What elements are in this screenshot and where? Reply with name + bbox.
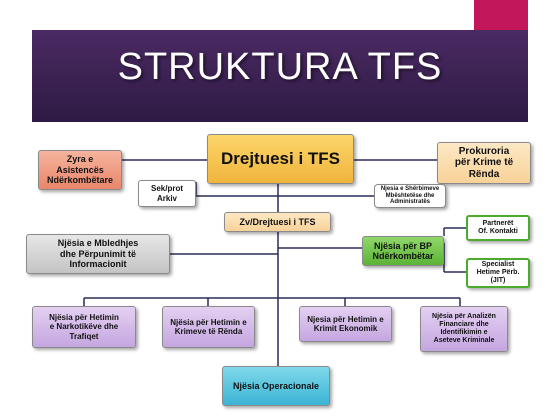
info-processing-unit: Njësia e Mbledhjes dhe Përpunimit të Inf… <box>26 234 170 274</box>
page-title: STRUKTURA TFS <box>117 46 443 88</box>
economic-crime-unit: Njesia për Hetimin e Krimit Ekonomik <box>299 306 392 342</box>
admin-services-box: Njesia e Shërbimeve Mbështetëse dhe Admi… <box>374 184 446 208</box>
title-banner <box>32 30 528 122</box>
financial-analysis-unit: Njësia për Analizën Financiare dhe Ident… <box>420 306 508 352</box>
operational-unit: Njësia Operacionale <box>222 366 330 406</box>
international-bp-unit: Njësia për BP Ndërkombëtar <box>362 236 444 266</box>
foreign-assistance-office: Zyra e Asistencës Ndërkombëtare <box>38 150 122 190</box>
jit-specialist-box: Specialist Hetime Përb. (JIT) <box>466 258 530 288</box>
deputy-director-box: Zv/Drejtuesi i TFS <box>224 212 331 232</box>
secretary-archive-box: Sek/prot Arkiv <box>138 180 196 207</box>
director-box: Drejtuesi i TFS <box>207 134 354 184</box>
narcotics-unit: Njësia për Hetimin e Narkotikëve dhe Tra… <box>32 306 136 348</box>
partners-contact-box: Partnerët Of. Kontakti <box>466 215 530 241</box>
prosecution-box: Prokuroria për Krime të Rënda <box>437 142 531 184</box>
serious-crimes-unit: Njësia për Hetimin e Krimeve të Rënda <box>162 306 255 348</box>
